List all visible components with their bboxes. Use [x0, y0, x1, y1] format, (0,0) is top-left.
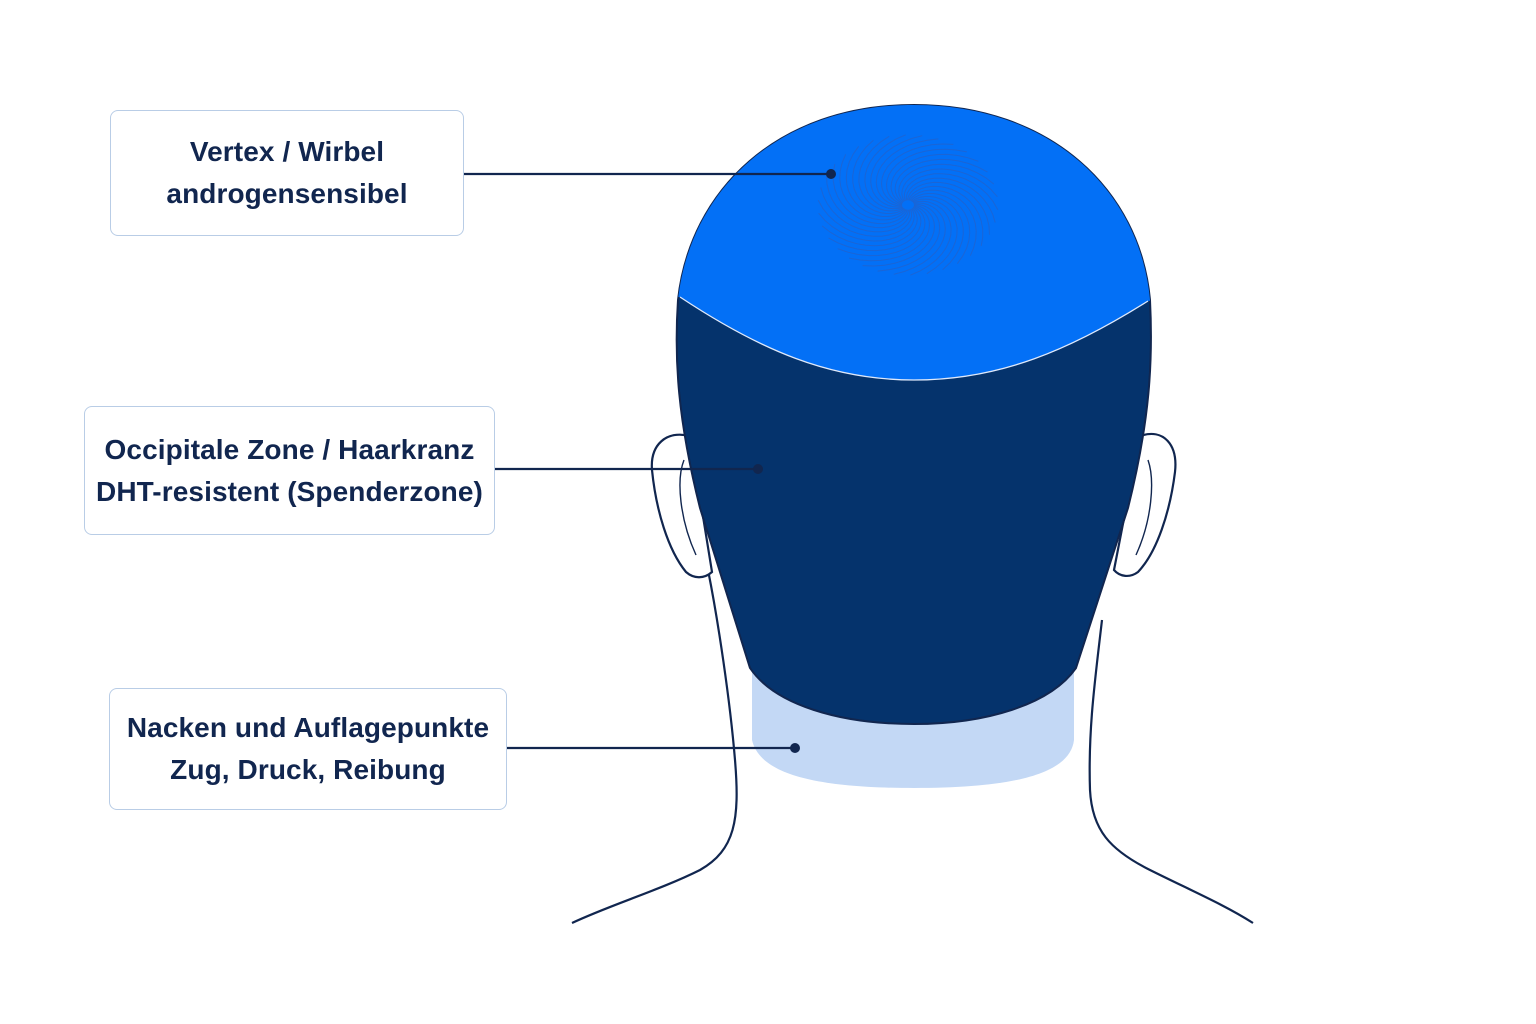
hair-whorl-strand [885, 148, 967, 205]
occipital-label-box: Occipitale Zone / Haarkranz DHT-resisten… [84, 406, 495, 535]
occipital-marker-dot [753, 464, 763, 474]
hair-whorl-strand [826, 175, 910, 229]
hair-whorl-strand [908, 185, 984, 246]
hair-whorl-strand [898, 163, 995, 203]
hair-whorl-strand [901, 168, 998, 202]
hair-whorl-strand [910, 193, 971, 264]
hair-whorl-strand [905, 177, 996, 223]
hair-whorl-strand [845, 146, 906, 217]
hair-whorl-strand [821, 207, 918, 247]
hair-whorl-strand [858, 135, 904, 212]
hair-whorl-strand [909, 189, 977, 256]
nape-label-title: Nacken und Auflagepunkte [126, 712, 490, 743]
hair-whorl-strand [817, 200, 913, 237]
left-ear-inner [679, 459, 697, 556]
hair-whorl-strand [820, 187, 911, 233]
vertex-label-subtitle: androgensensibel [166, 178, 408, 209]
neck-shoulder-outline [571, 569, 1254, 924]
hair-whorl-strand [864, 134, 906, 210]
hair-whorl-strand [837, 206, 926, 257]
hair-whorl-strand [875, 138, 939, 207]
hair-whorl [817, 134, 999, 276]
occipital-label-subtitle: DHT-resistent (Spenderzone) [96, 475, 483, 507]
hair-whorl-strand [906, 181, 990, 235]
hair-whorl-strand [912, 198, 958, 275]
hair-whorl-strand [852, 139, 905, 214]
nape-label-box: Nacken und Auflagepunkte Zug, Druck, Rei… [109, 688, 507, 810]
hair-whorl-strand [818, 208, 915, 242]
hair-whorl-strand [849, 205, 931, 262]
vertex-marker-dot [826, 169, 836, 179]
hair-whorl-strand [890, 153, 979, 204]
vertex-boundary-line [679, 296, 1149, 381]
vertex-label-box: Vertex / Wirbel androgensensibel [110, 110, 464, 236]
hair-whorl-strand [870, 135, 923, 208]
hair-whorl-strand [880, 143, 954, 206]
nape-label-subtitle: Zug, Druck, Reibung [170, 754, 446, 785]
hair-whorl-strand [862, 204, 936, 267]
hair-whorl-strand [903, 173, 999, 210]
hair-whorl-strand [910, 200, 952, 276]
hair-whorl-strand [894, 158, 988, 203]
hair-whorl-strand [832, 164, 908, 225]
hair-whorl-strand [828, 207, 922, 252]
right-ear-inner [1135, 459, 1153, 556]
hair-whorl-strand [877, 203, 941, 272]
hair-whorl-strand [893, 202, 946, 275]
occipital-label-title: Occipitale Zone / Haarkranz [104, 433, 475, 465]
connectors [464, 169, 836, 753]
vertex-label-title: Vertex / Wirbel [189, 136, 385, 167]
hair-whorl-strand [911, 196, 964, 271]
nape-marker-dot [790, 743, 800, 753]
hair-whorl-strand [839, 154, 907, 221]
right-ear [1112, 433, 1177, 577]
